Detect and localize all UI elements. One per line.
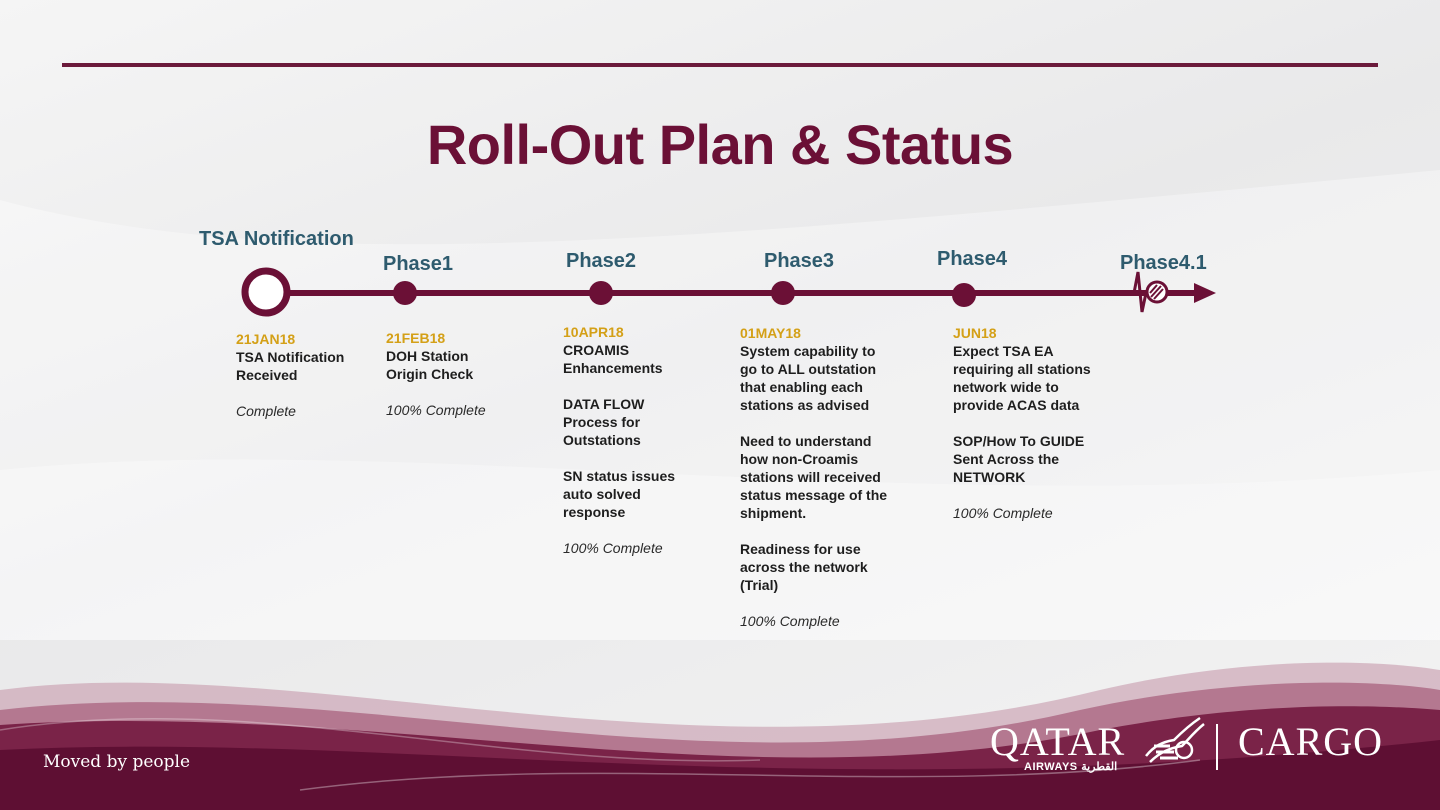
phase-status: Complete (236, 403, 296, 419)
phase-label-tsa-notification: TSA Notification (199, 228, 354, 250)
phase-status: 100% Complete (563, 540, 663, 556)
phase-details-phase3: 01MAY18 System capability to go to ALL o… (740, 324, 920, 630)
phase-label-phase4-1: Phase4.1 (1120, 252, 1207, 274)
phase-description-line: requiring all stations (953, 361, 1091, 377)
logo-brand: QATAR (990, 719, 1126, 764)
phase-description-line: across the network (740, 559, 868, 575)
phase-status: 100% Complete (953, 505, 1053, 521)
marker-phase2 (589, 281, 613, 305)
phase-description-line: DOH Station (386, 348, 469, 364)
phase-details-phase4: JUN18 Expect TSA EA requiring all statio… (953, 324, 1133, 522)
logo-divider (1216, 724, 1218, 770)
phase-description-line: network wide to (953, 379, 1059, 395)
phase-label-phase2: Phase2 (566, 250, 637, 272)
phase-details-phase2: 10APR18 CROAMIS Enhancements DATA FLOW P… (563, 323, 723, 557)
phase-description-line: response (563, 504, 626, 520)
phase-date: 21FEB18 (386, 330, 446, 346)
phase-label-phase4: Phase4 (937, 248, 1008, 270)
phase-description-line: NETWORK (953, 469, 1026, 485)
footer-wave (0, 662, 1440, 810)
phase-description-line: Outstations (563, 432, 641, 448)
slide-title: Roll-Out Plan & Status (426, 113, 1014, 176)
phase-description-line: shipment. (740, 505, 807, 521)
phase-description-line: CROAMIS (563, 342, 630, 358)
marker-phase4-1 (1145, 280, 1169, 304)
phase-date: 10APR18 (563, 324, 624, 340)
top-divider (62, 63, 1378, 67)
phase-description-line: status message of the (740, 487, 888, 503)
phase-description-line: Origin Check (386, 366, 474, 382)
logo-product: CARGO (1238, 719, 1384, 764)
phase-date: 01MAY18 (740, 325, 801, 341)
phase-description-line: (Trial) (740, 577, 779, 593)
oryx-icon (1145, 716, 1205, 763)
phase-description-line: SOP/How To GUIDE (953, 433, 1085, 449)
phase-label-phase3: Phase3 (764, 250, 835, 272)
marker-phase1 (393, 281, 417, 305)
phase-description-line: Readiness for use (740, 541, 861, 557)
tagline: Moved by people (43, 752, 191, 772)
logo-sub: AIRWAYS القطرية (1024, 761, 1118, 773)
phase-description-line: auto solved (563, 486, 641, 502)
phase-description-line: Enhancements (563, 360, 663, 376)
phase-description-line: stations will received (740, 469, 881, 485)
phase-description-line: provide ACAS data (953, 397, 1080, 413)
phase-description-line: Expect TSA EA (953, 343, 1054, 359)
phase-details-phase1: 21FEB18 DOH Station Origin Check 100% Co… (386, 329, 526, 419)
marker-phase4 (952, 283, 976, 307)
phase-date: 21JAN18 (236, 331, 296, 347)
timeline-arrowhead (1194, 283, 1216, 303)
phase-status: 100% Complete (386, 402, 486, 418)
phase-date: JUN18 (953, 325, 997, 341)
qatar-cargo-logo: QATAR AIRWAYS القطرية CARGO (990, 716, 1410, 780)
phase-description-line: DATA FLOW (563, 396, 645, 412)
marker-tsa-notification (241, 267, 291, 317)
phase-description-line: TSA Notification (236, 349, 345, 365)
phase-label-phase1: Phase1 (383, 253, 454, 275)
marker-phase3 (771, 281, 795, 305)
phase-description-line: that enabling each (740, 379, 863, 395)
phase-description-line: Process for (563, 414, 641, 430)
phase-description-line: stations as advised (740, 397, 870, 413)
phase-description-line: Received (236, 367, 298, 383)
phase-description-line: SN status issues (563, 468, 676, 484)
phase-details-tsa-notification: 21JAN18 TSA Notification Received Comple… (236, 330, 376, 420)
phase-status: 100% Complete (740, 613, 840, 629)
phase-description-line: go to ALL outstation (740, 361, 877, 377)
phase-description-line: System capability to (740, 343, 876, 359)
phase-description-line: how non-Croamis (740, 451, 859, 467)
phase-description-line: Sent Across the (953, 451, 1060, 467)
phase-description-line: Need to understand (740, 433, 872, 449)
